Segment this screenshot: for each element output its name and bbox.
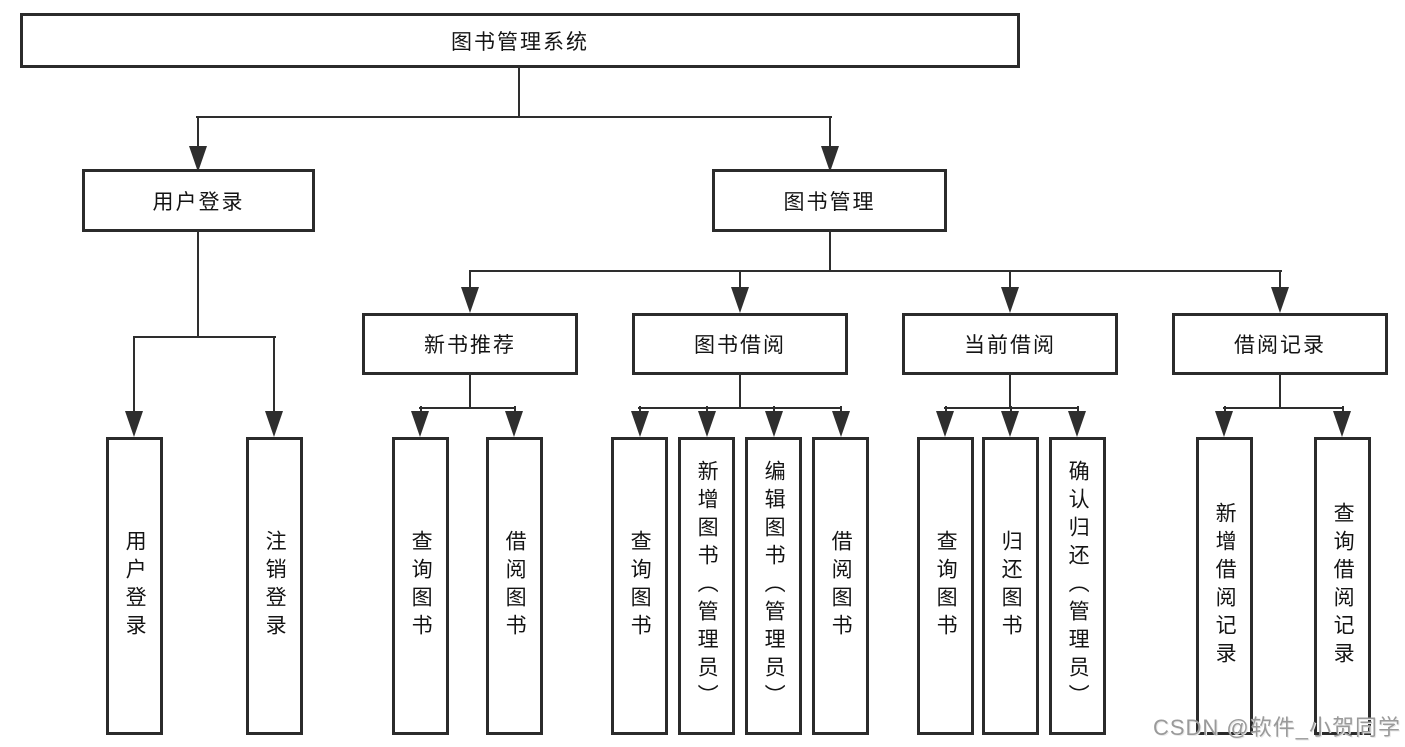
arrowhead-book-mgmt <box>821 146 839 172</box>
connector-user-login-bar <box>133 336 276 338</box>
arrowhead-nb2 <box>505 411 523 437</box>
node-leaf-bb-add-book: 新增图书（管理员） <box>678 437 735 735</box>
connector-bookborrow-stem <box>739 373 741 409</box>
arrowhead-cb3 <box>1068 411 1086 437</box>
node-leaf-br-add-record: 新增借阅记录 <box>1196 437 1253 735</box>
node-leaf-br-query-record: 查询借阅记录 <box>1314 437 1371 735</box>
arrowhead-borrowrecords <box>1271 287 1289 313</box>
arrowhead-br2 <box>1333 411 1351 437</box>
connector-arrow-bookborrow-shaft <box>739 270 741 290</box>
node-leaf-bb-borrow-book: 借阅图书 <box>812 437 869 735</box>
node-borrow-records-label: 借阅记录 <box>1234 334 1326 357</box>
node-book-borrow-label: 图书借阅 <box>694 334 786 357</box>
arrowhead-user-login <box>189 146 207 172</box>
node-leaf-bb-edit-book: 编辑图书（管理员） <box>745 437 802 735</box>
connector-root-bar <box>196 116 832 118</box>
node-leaf-bb-query-book: 查询图书 <box>611 437 668 735</box>
connector-user-login-stem <box>197 230 199 337</box>
arrowhead-ul2 <box>265 411 283 437</box>
arrowhead-cb1 <box>936 411 954 437</box>
connector-arrow-bb4-shaft <box>840 406 842 414</box>
node-book-mgmt-label: 图书管理 <box>783 190 876 214</box>
node-leaf-logout-label: 注销登录 <box>263 530 287 642</box>
connector-arrow-cb2-shaft <box>1010 406 1012 414</box>
node-root: 图书管理系统 <box>20 13 1020 68</box>
node-leaf-bb-add-book-label: 新增图书（管理员） <box>695 460 719 712</box>
connector-arrow-nb2-shaft <box>514 406 516 414</box>
arrowhead-ul1 <box>125 411 143 437</box>
connector-arrow-nb1-shaft <box>420 406 422 414</box>
connector-arrow-bb3-shaft <box>773 406 775 414</box>
connector-arrow-ul2-shaft <box>273 336 275 413</box>
node-user-login: 用户登录 <box>82 169 315 232</box>
connector-arrow-book-mgmt-shaft <box>829 116 831 149</box>
node-leaf-cb-return-book-label: 归还图书 <box>999 530 1023 642</box>
node-root-label: 图书管理系统 <box>451 30 589 54</box>
arrowhead-br1 <box>1215 411 1233 437</box>
connector-arrow-ul1-shaft <box>133 336 135 413</box>
node-leaf-nb-query-book-label: 查询图书 <box>409 530 433 642</box>
node-leaf-cb-confirm-return-label: 确认归还（管理员） <box>1066 460 1090 712</box>
node-borrow-records: 借阅记录 <box>1172 313 1388 375</box>
arrowhead-cb2 <box>1001 411 1019 437</box>
csdn-watermark: CSDN @软件_小贺同学 <box>1152 715 1401 740</box>
node-new-book-rec-label: 新书推荐 <box>424 334 516 357</box>
node-leaf-br-query-record-label: 查询借阅记录 <box>1331 502 1355 670</box>
node-leaf-bb-query-book-label: 查询图书 <box>628 530 652 642</box>
connector-borrowrecords-bar <box>1223 407 1344 409</box>
node-leaf-nb-borrow-book-label: 借阅图书 <box>503 530 527 642</box>
node-leaf-br-add-record-label: 新增借阅记录 <box>1213 502 1237 670</box>
connector-arrow-newbook-shaft <box>469 270 471 290</box>
node-leaf-bb-edit-book-label: 编辑图书（管理员） <box>762 460 786 712</box>
connector-arrow-borrowrecords-shaft <box>1279 270 1281 290</box>
connector-arrow-user-login-shaft <box>197 116 199 149</box>
arrowhead-bookborrow <box>731 287 749 313</box>
arrowhead-bb3 <box>765 411 783 437</box>
connector-arrow-cb1-shaft <box>945 406 947 414</box>
node-current-borrow: 当前借阅 <box>902 313 1118 375</box>
node-current-borrow-label: 当前借阅 <box>964 334 1056 357</box>
arrowhead-currentborrow <box>1001 287 1019 313</box>
node-book-mgmt: 图书管理 <box>712 169 947 232</box>
node-leaf-cb-query-book: 查询图书 <box>917 437 974 735</box>
node-book-borrow: 图书借阅 <box>632 313 848 375</box>
node-leaf-cb-return-book: 归还图书 <box>982 437 1039 735</box>
node-leaf-bb-borrow-book-label: 借阅图书 <box>829 530 853 642</box>
connector-arrow-br2-shaft <box>1342 406 1344 414</box>
connector-borrowrecords-stem <box>1279 373 1281 409</box>
connector-book-mgmt-bar <box>469 270 1282 272</box>
arrowhead-bb2 <box>698 411 716 437</box>
node-leaf-cb-query-book-label: 查询图书 <box>934 530 958 642</box>
connector-bookborrow-bar <box>638 407 842 409</box>
node-leaf-user-login-label: 用户登录 <box>123 530 147 642</box>
connector-newbook-stem <box>469 373 471 409</box>
node-leaf-nb-borrow-book: 借阅图书 <box>486 437 543 735</box>
node-leaf-cb-confirm-return: 确认归还（管理员） <box>1049 437 1106 735</box>
connector-currentborrow-stem <box>1009 373 1011 409</box>
arrowhead-nb1 <box>411 411 429 437</box>
node-leaf-logout: 注销登录 <box>246 437 303 735</box>
node-new-book-rec: 新书推荐 <box>362 313 578 375</box>
connector-book-mgmt-stem <box>829 230 831 272</box>
connector-arrow-bb2-shaft <box>706 406 708 414</box>
connector-arrow-cb3-shaft <box>1077 406 1079 414</box>
connector-newbook-bar <box>419 407 516 409</box>
arrowhead-bb1 <box>631 411 649 437</box>
node-user-login-label: 用户登录 <box>152 190 245 214</box>
connector-arrow-bb1-shaft <box>639 406 641 414</box>
node-leaf-nb-query-book: 查询图书 <box>392 437 449 735</box>
node-leaf-user-login: 用户登录 <box>106 437 163 735</box>
arrowhead-newbook <box>461 287 479 313</box>
connector-arrow-currentborrow-shaft <box>1009 270 1011 290</box>
connector-arrow-br1-shaft <box>1224 406 1226 414</box>
connector-root-stem <box>518 66 520 117</box>
arrowhead-bb4 <box>832 411 850 437</box>
